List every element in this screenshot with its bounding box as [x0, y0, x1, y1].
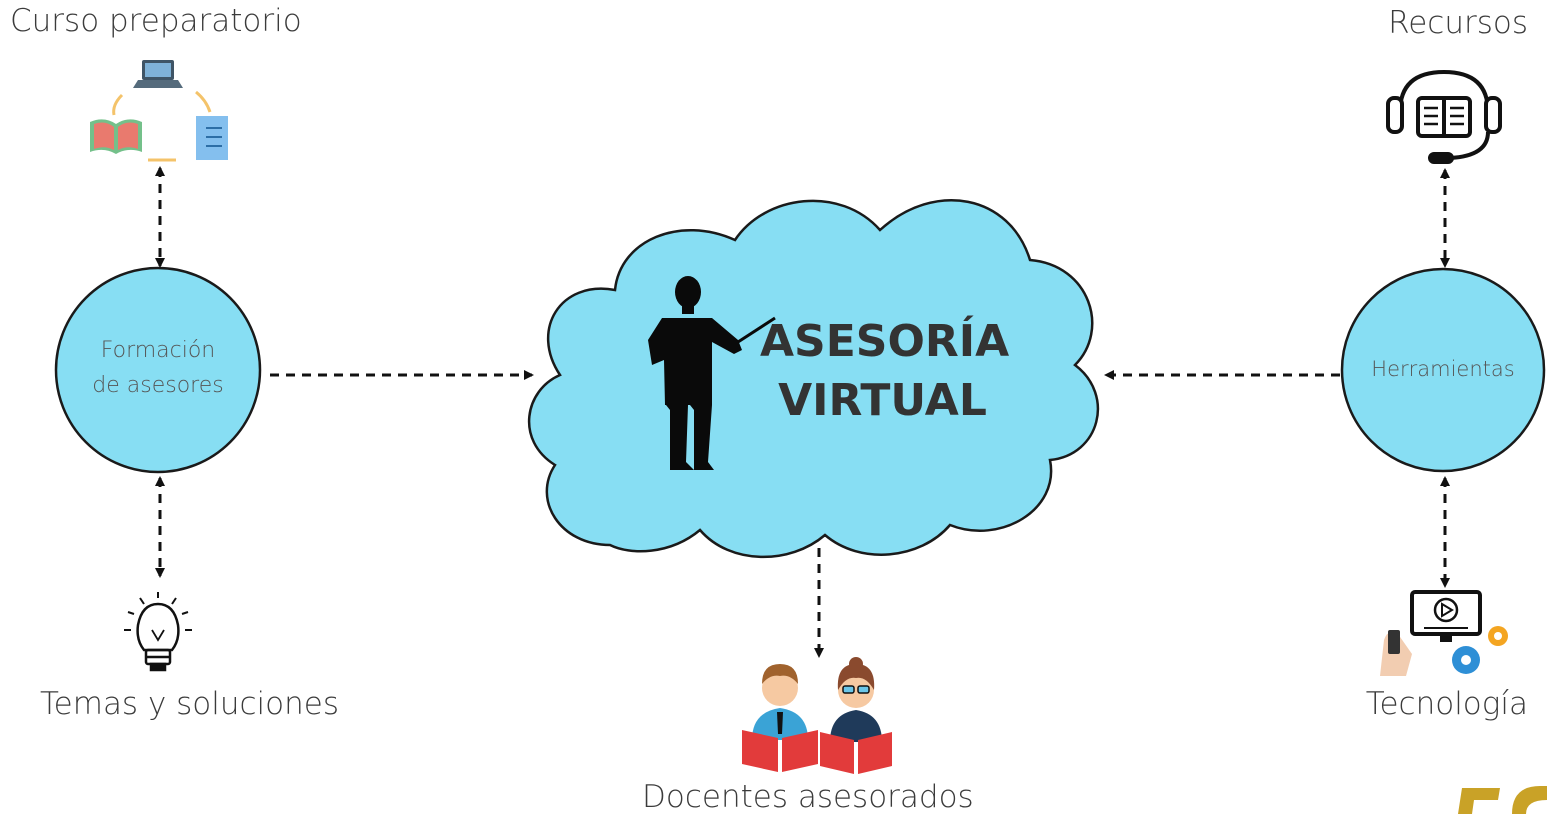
technology-icon [1380, 590, 1508, 676]
node-formacion-label: Formación de asesores [60, 333, 256, 403]
node-herramientas-label: Herramientas [1371, 357, 1515, 381]
label-docentes-asesorados: Docentes asesorados [642, 779, 974, 815]
teacher-silhouette-icon [648, 276, 776, 470]
node-formacion [54, 266, 262, 474]
label-tecnologia: Tecnología [1365, 686, 1528, 722]
node-formacion-line1: Formación [100, 338, 216, 363]
readers-icon [742, 657, 892, 774]
node-formacion-line2: de asesores [92, 373, 224, 399]
label-temas-y-soluciones: Temas y soluciones [40, 686, 340, 722]
node-herramientas [1340, 267, 1546, 473]
cloud-title: ASESORÍA VIRTUAL [760, 312, 1010, 431]
label-recursos: Recursos [1388, 5, 1528, 41]
lightbulb-icon [124, 592, 192, 672]
label-curso-preparatorio: Curso preparatorio [10, 3, 302, 39]
cloud-title-line1: ASESORÍA [760, 316, 1010, 367]
logo-mark [1458, 786, 1547, 814]
cloud-title-line2: VIRTUAL [778, 375, 987, 427]
audiobook-headset-icon [1386, 69, 1502, 164]
study-cycle-icon [90, 60, 228, 162]
